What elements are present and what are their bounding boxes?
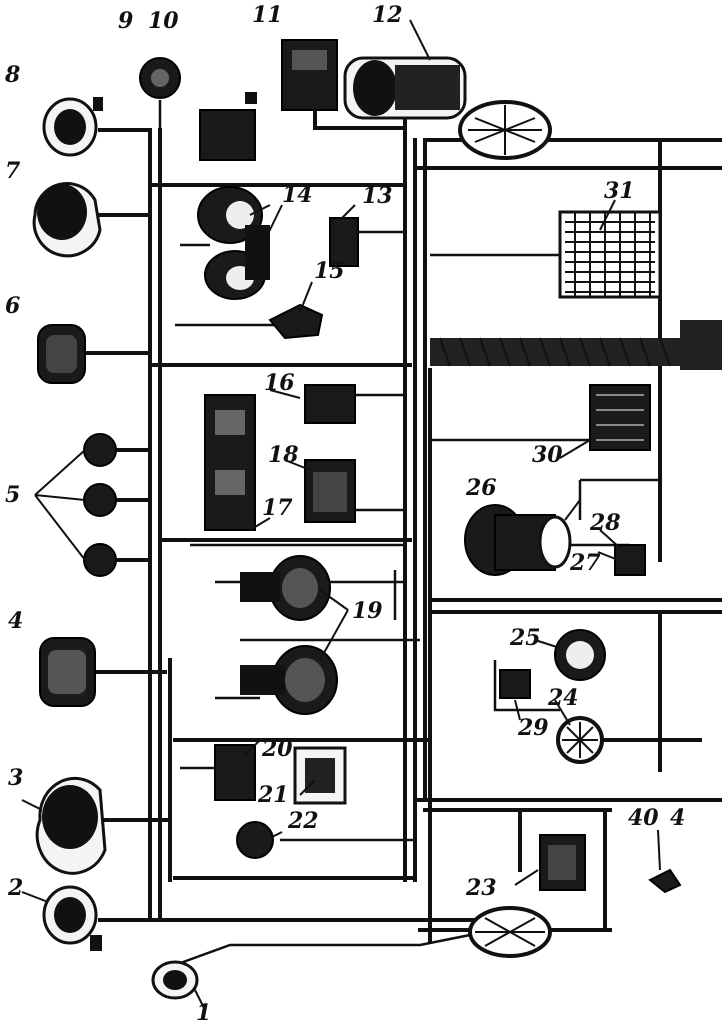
switch-29 bbox=[499, 669, 531, 699]
label-10: 10 bbox=[148, 8, 179, 34]
label-28: 28 bbox=[589, 510, 621, 536]
label-14: 14 bbox=[282, 182, 313, 208]
label-18: 18 bbox=[268, 442, 299, 468]
wiper-motor-19b bbox=[240, 645, 338, 715]
label-26: 26 bbox=[465, 475, 497, 501]
buzzer-22 bbox=[236, 821, 274, 859]
lamp-9 bbox=[139, 57, 181, 99]
label-13: 13 bbox=[362, 183, 393, 209]
lamp-6 bbox=[37, 324, 86, 384]
connector-40 bbox=[648, 868, 682, 894]
label-19: 19 bbox=[352, 598, 383, 624]
label-24: 24 bbox=[547, 685, 579, 711]
relay-box-23 bbox=[539, 834, 586, 891]
label-22: 22 bbox=[287, 808, 319, 834]
label-3: 3 bbox=[8, 765, 23, 791]
lamp-4 bbox=[39, 637, 96, 707]
junction-connector-top bbox=[458, 100, 552, 160]
label-1: 1 bbox=[196, 1000, 211, 1024]
relay-20 bbox=[214, 744, 256, 801]
leader-lines bbox=[21, 19, 661, 1011]
label-30: 30 bbox=[532, 442, 563, 468]
label-40: 40 bbox=[628, 805, 659, 831]
label-29: 29 bbox=[517, 715, 549, 741]
label-31: 31 bbox=[604, 178, 635, 204]
horn-1 bbox=[151, 960, 199, 1000]
relay-18 bbox=[304, 459, 356, 523]
junction-connector-bottom bbox=[468, 906, 552, 958]
label-25: 25 bbox=[509, 625, 541, 651]
label-4: 4 bbox=[8, 608, 23, 634]
battery-12 bbox=[343, 56, 467, 120]
headlamp-3 bbox=[35, 776, 107, 875]
label-27: 27 bbox=[569, 550, 601, 576]
relay-11 bbox=[281, 39, 338, 111]
label-21: 21 bbox=[257, 782, 289, 808]
label-12: 12 bbox=[372, 2, 403, 28]
sensor-27 bbox=[614, 544, 646, 576]
label-23: 23 bbox=[465, 875, 497, 901]
ignition-17 bbox=[204, 394, 256, 531]
regulator-13 bbox=[329, 217, 359, 267]
label-17: 17 bbox=[262, 495, 293, 521]
lamp-5b bbox=[83, 483, 117, 517]
label-4-right: 4 bbox=[670, 805, 685, 831]
label-8: 8 bbox=[4, 62, 20, 88]
wiper-motor-19a bbox=[240, 555, 331, 621]
regulator-30 bbox=[589, 384, 651, 451]
label-2: 2 bbox=[7, 875, 23, 901]
heater-31 bbox=[558, 210, 662, 299]
headlamp-7 bbox=[32, 182, 102, 258]
label-16: 16 bbox=[264, 370, 295, 396]
gauge-25 bbox=[554, 629, 606, 681]
wiring-harness bbox=[83, 60, 722, 967]
label-7: 7 bbox=[5, 158, 21, 184]
switch-10 bbox=[199, 92, 257, 161]
connector-block-upper bbox=[430, 320, 722, 370]
gauge-24 bbox=[556, 716, 604, 764]
lamp-2 bbox=[42, 885, 102, 951]
label-11: 11 bbox=[252, 2, 283, 28]
label-15: 15 bbox=[314, 258, 345, 284]
motor-26 bbox=[464, 504, 572, 576]
relay-16 bbox=[304, 384, 356, 424]
label-5: 5 bbox=[5, 482, 20, 508]
lamp-8 bbox=[42, 97, 103, 157]
label-20: 20 bbox=[261, 736, 293, 762]
generator-14 bbox=[197, 186, 270, 300]
lamp-5a bbox=[83, 433, 117, 467]
lamp-5c bbox=[83, 543, 117, 577]
label-6: 6 bbox=[5, 293, 20, 319]
label-9: 9 bbox=[118, 8, 133, 34]
fuse-box-21 bbox=[293, 746, 347, 805]
labels: 1 2 3 4 5 6 7 8 9 10 11 12 13 14 15 16 1… bbox=[4, 2, 685, 1024]
sensor-15 bbox=[268, 303, 324, 340]
